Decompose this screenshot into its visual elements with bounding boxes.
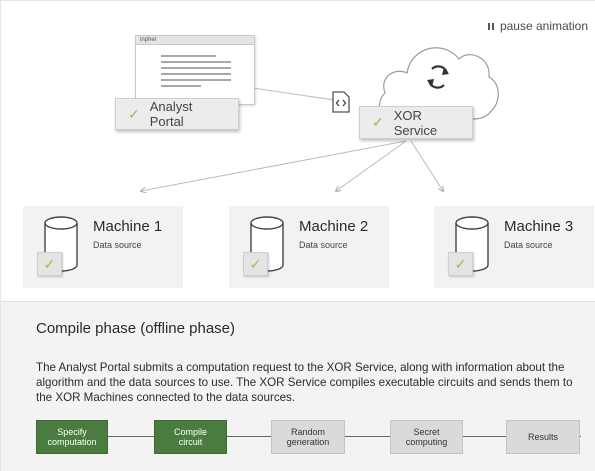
phase-description: The Analyst Portal submits a computation… [36,361,573,404]
step-line: computing [405,437,448,447]
text-line [161,67,231,69]
step-line: generation [286,437,330,447]
xor-service-label: ✓ XOR Service [359,106,473,139]
service-to-machine1-line [141,140,407,191]
pause-animation-button[interactable]: pause animation [487,19,588,33]
code-file-icon [332,91,350,113]
step-results[interactable]: Results [506,420,580,454]
step-line: Compile [173,427,207,437]
analyst-portal-label: ✓ Analyst Portal [115,98,239,130]
step-line: circuit [178,437,203,447]
step-line: Random [290,427,325,437]
machine-subtitle: Data source [93,240,142,250]
analyst-portal-window: inpher [135,35,255,105]
window-titlebar: inpher [136,36,254,45]
machine-card-3: ✓ Machine 3 Data source [434,206,594,288]
phase-title: Compile phase (offline phase) [36,320,236,337]
text-line [161,85,201,87]
check-icon: ✓ [448,252,473,276]
phase-panel: Compile phase (offline phase) The Analys… [1,301,595,471]
machine-name: Machine 3 [504,218,574,235]
service-to-machine3-line [410,140,443,191]
xor-service-text: XOR Service [393,107,438,138]
pause-label: pause animation [499,19,588,33]
text-line [161,61,231,63]
step-line: Specify [57,427,87,437]
check-icon: ✓ [372,114,384,130]
check-icon: ✓ [37,252,62,276]
machine-card-2: ✓ Machine 2 Data source [229,206,389,288]
step-line: computation [47,437,97,447]
pause-icon [487,22,494,30]
text-line [161,73,231,75]
step-line: Secret [413,427,440,437]
architecture-diagram: pause animation inpher ✓ Analyst Portal [1,1,595,301]
machine-subtitle: Data source [504,240,553,250]
service-to-machine2-line [336,140,407,191]
machine-card-1: ✓ Machine 1 Data source [23,206,183,288]
machine-name: Machine 1 [93,218,163,235]
text-line [161,79,231,81]
step-line: Results [527,432,558,442]
machine-subtitle: Data source [299,240,348,250]
text-line [161,55,216,57]
machine-name: Machine 2 [299,218,369,235]
check-icon: ✓ [128,105,140,122]
analyst-portal-text: Analyst Portal [149,99,193,129]
check-icon: ✓ [243,252,268,276]
cloud-icon [378,47,499,120]
